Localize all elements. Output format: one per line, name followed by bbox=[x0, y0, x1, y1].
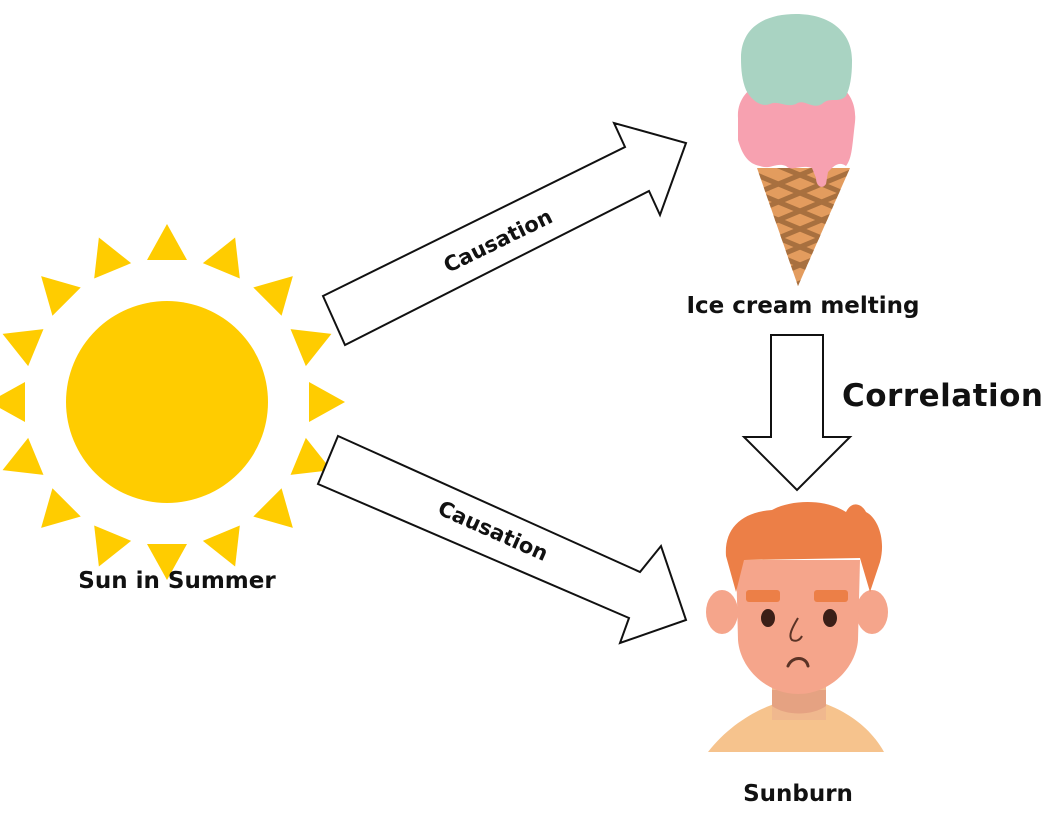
edge-label-correlation: Correlation bbox=[842, 378, 1044, 414]
right-ear bbox=[856, 590, 888, 634]
edge-sun-to-burn: Causation bbox=[316, 434, 688, 645]
edge-ice-to-burn bbox=[741, 334, 853, 492]
neck-shadow bbox=[772, 690, 826, 714]
shirt bbox=[708, 698, 884, 752]
sunburn-person-icon bbox=[706, 502, 888, 752]
left-ear bbox=[706, 590, 738, 634]
face bbox=[736, 560, 860, 694]
hair bbox=[725, 502, 883, 592]
edge-sun-to-ice: Causation bbox=[321, 121, 688, 347]
arrow-causation-lower bbox=[316, 434, 688, 645]
ice-cream-scoop-mint bbox=[741, 14, 853, 106]
sun-disc bbox=[66, 301, 268, 503]
right-eye bbox=[823, 609, 837, 627]
sun-rays bbox=[0, 224, 345, 580]
arrow-correlation-down bbox=[741, 334, 853, 492]
left-eyebrow bbox=[746, 590, 780, 602]
node-label-sunburn: Sunburn bbox=[743, 781, 853, 807]
mouth bbox=[786, 657, 810, 668]
nose bbox=[789, 617, 803, 642]
node-label-ice-cream: Ice cream melting bbox=[686, 293, 920, 319]
ice-cream-cone bbox=[757, 168, 850, 286]
sun-icon bbox=[0, 224, 345, 580]
ice-cream-icon bbox=[737, 14, 856, 286]
left-eye bbox=[761, 609, 775, 627]
arrow-causation-upper bbox=[321, 121, 688, 347]
right-eyebrow bbox=[814, 590, 848, 602]
node-label-sun: Sun in Summer bbox=[78, 568, 276, 594]
